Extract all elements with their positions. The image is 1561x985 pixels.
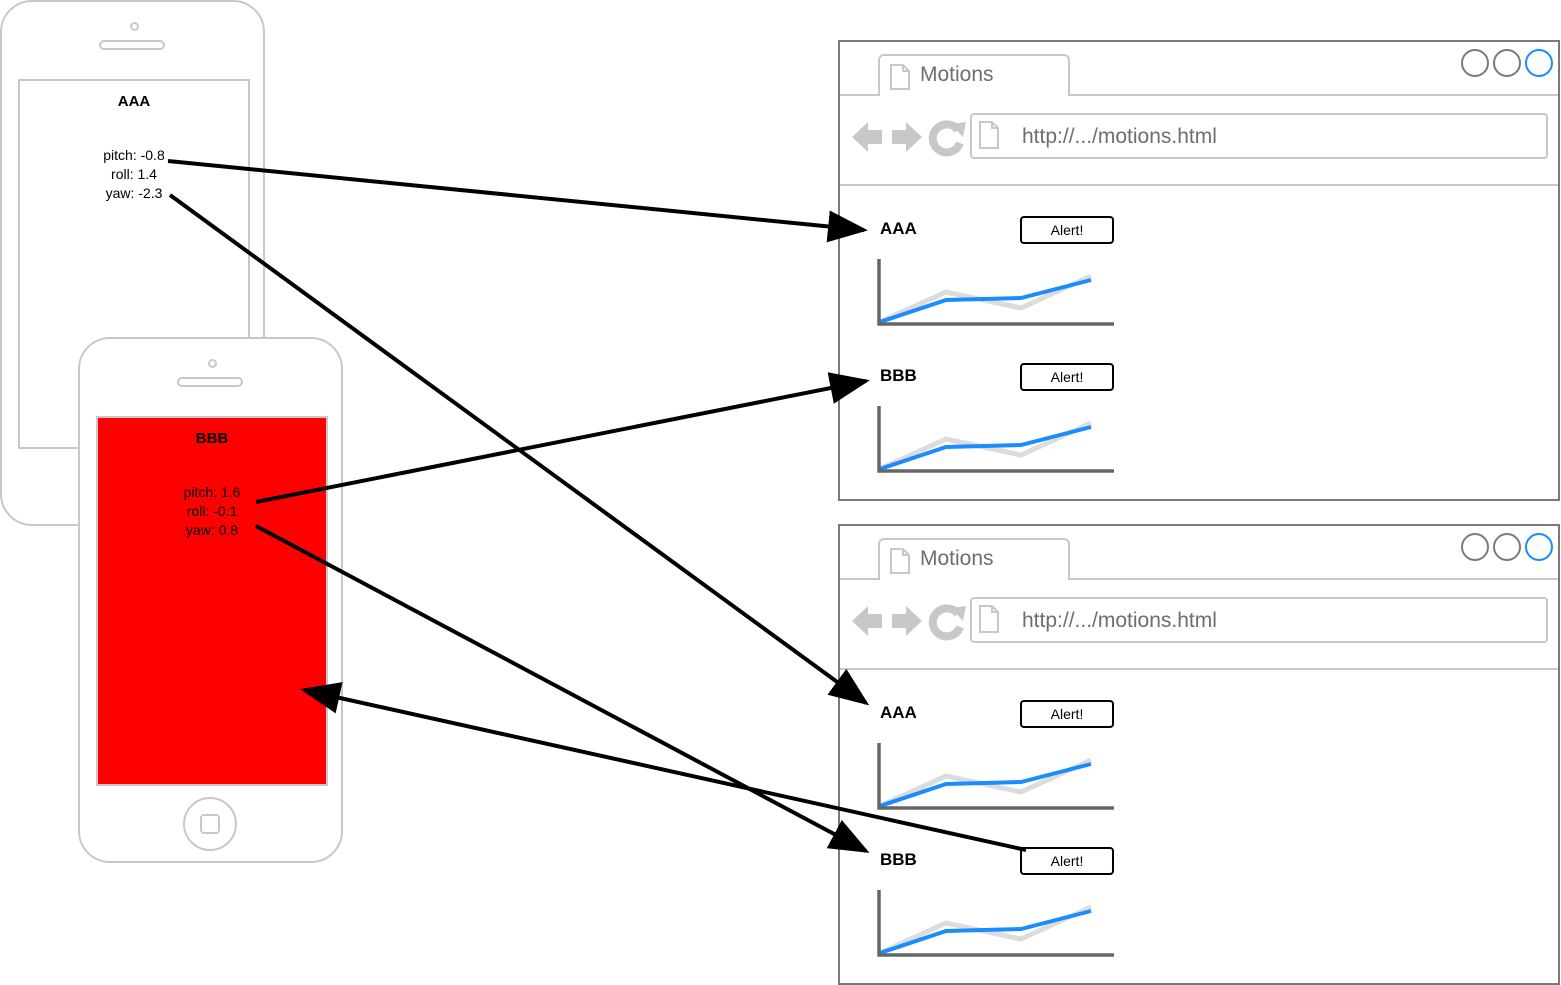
document-icon (890, 64, 910, 90)
window-button-icon[interactable] (1525, 533, 1553, 561)
address-bar[interactable]: http://.../motions.html (970, 113, 1548, 159)
navigation-icons (852, 604, 966, 641)
device-name-bbb: BBB (880, 366, 917, 385)
alert-button-bbb[interactable]: Alert! (1020, 847, 1114, 875)
url-text: http://.../motions.html (1022, 125, 1217, 148)
pitch-value: pitch: 1.6 (183, 484, 241, 500)
motion-sparkline (877, 743, 1114, 810)
roll-value: roll: -0.1 (186, 503, 238, 519)
motion-sparkline (877, 406, 1114, 473)
arrow-alert-to-phone-bbb (300, 682, 1027, 852)
reload-icon[interactable] (928, 120, 966, 157)
alert-button-bbb[interactable]: Alert! (1020, 363, 1114, 391)
browser-window-1: Motions http://.../motions.html AAA Aler… (838, 40, 1560, 501)
pitch-value: pitch: -0.8 (103, 147, 165, 163)
phone-screen-bbb: BBB pitch: 1.6 roll: -0.1 yaw: 0.8 (96, 416, 328, 786)
alert-button-aaa[interactable]: Alert! (1020, 216, 1114, 244)
device-name-aaa: AAA (880, 219, 917, 238)
reload-icon[interactable] (928, 604, 966, 641)
browser-tab[interactable]: Motions (878, 54, 1070, 96)
arrow-aaa-to-browser1 (167, 159, 868, 243)
document-icon (890, 548, 910, 574)
browser-window-2: Motions http://.../motions.html AAA Aler… (838, 524, 1560, 985)
device-name-aaa: AAA (880, 703, 917, 722)
alert-button-aaa[interactable]: Alert! (1020, 700, 1114, 728)
window-button-icon[interactable] (1493, 49, 1521, 77)
home-button-icon[interactable] (183, 797, 237, 851)
motion-sparkline (877, 259, 1114, 326)
phone-bbb: BBB pitch: 1.6 roll: -0.1 yaw: 0.8 (78, 337, 343, 863)
arrow-bbb-to-browser1 (255, 372, 870, 504)
window-button-icon[interactable] (1525, 49, 1553, 77)
back-arrow-icon[interactable] (852, 122, 882, 152)
window-button-icon[interactable] (1461, 533, 1489, 561)
forward-arrow-icon[interactable] (892, 606, 922, 636)
motion-sparkline (877, 890, 1114, 957)
phone-motion-values: pitch: 1.6 roll: -0.1 yaw: 0.8 (98, 483, 326, 540)
address-bar[interactable]: http://.../motions.html (970, 597, 1548, 643)
navigation-icons (852, 120, 966, 157)
phone-device-name: BBB (195, 430, 229, 447)
camera-icon (208, 359, 217, 368)
arrow-bbb-to-browser2 (255, 524, 870, 853)
speaker-icon (177, 377, 243, 387)
browser-tab[interactable]: Motions (878, 538, 1070, 580)
phone-device-name: AAA (117, 93, 151, 110)
document-icon (979, 121, 999, 149)
forward-arrow-icon[interactable] (892, 122, 922, 152)
tab-title: Motions (920, 63, 994, 86)
tab-title: Motions (920, 547, 994, 570)
device-name-bbb: BBB (880, 850, 917, 869)
back-arrow-icon[interactable] (852, 606, 882, 636)
url-text: http://.../motions.html (1022, 609, 1217, 632)
phone-motion-values: pitch: -0.8 roll: 1.4 yaw: -2.3 (20, 146, 248, 203)
yaw-value: yaw: -2.3 (105, 185, 163, 201)
speaker-icon (99, 40, 165, 50)
roll-value: roll: 1.4 (111, 166, 157, 182)
window-button-icon[interactable] (1461, 49, 1489, 77)
document-icon (979, 605, 999, 633)
yaw-value: yaw: 0.8 (185, 522, 239, 538)
camera-icon (130, 22, 139, 31)
window-button-icon[interactable] (1493, 533, 1521, 561)
